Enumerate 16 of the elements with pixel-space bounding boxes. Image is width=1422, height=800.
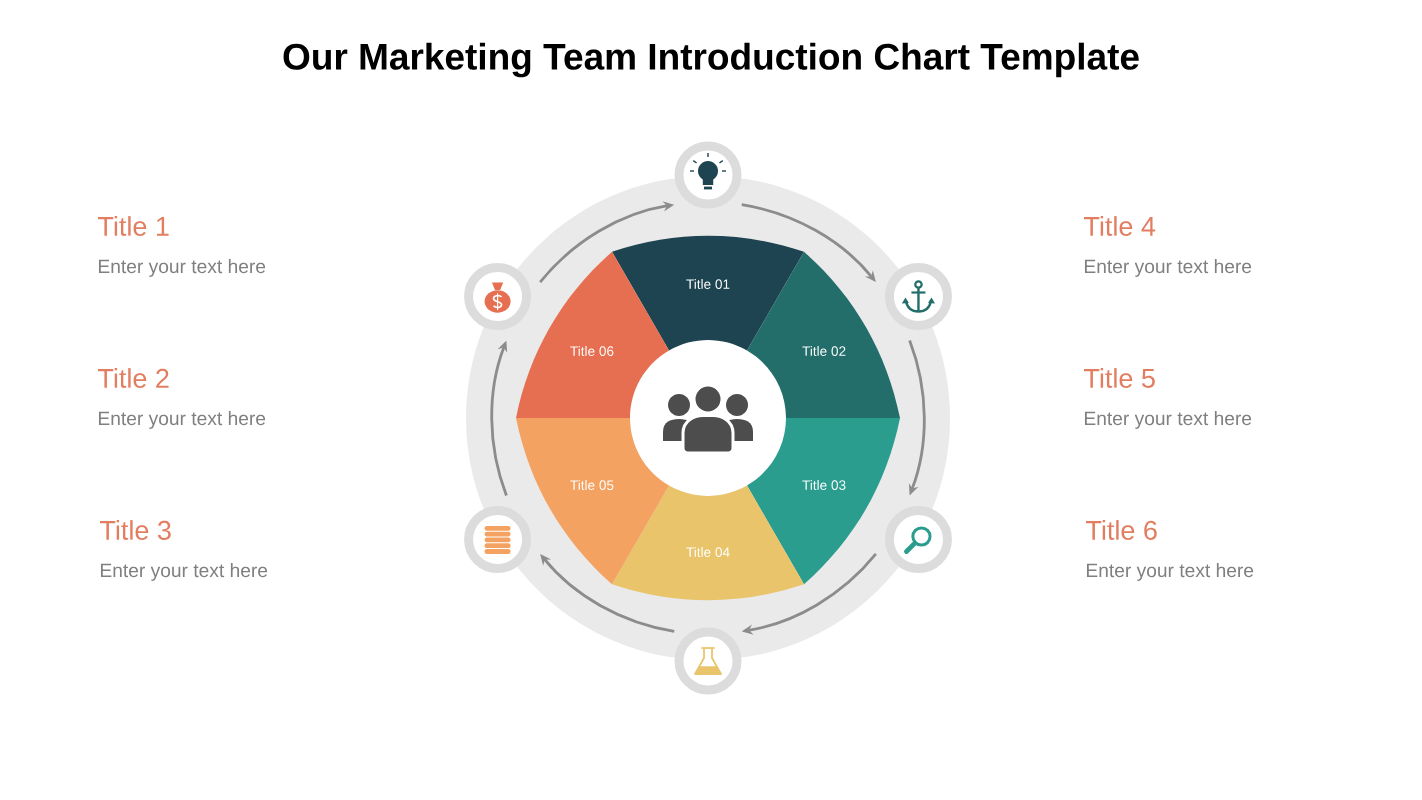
heading: Title 5 bbox=[1084, 368, 1155, 388]
heading: Title 2 bbox=[98, 368, 169, 388]
heading: Title 1 bbox=[98, 216, 169, 236]
body-text: Enter your text here bbox=[1087, 563, 1254, 581]
icon-circle bbox=[884, 506, 952, 573]
heading: Title 4 bbox=[1084, 216, 1156, 236]
icon-circle bbox=[674, 627, 742, 695]
heading: Title 3 bbox=[100, 520, 171, 540]
heading: Title 6 bbox=[1086, 520, 1157, 540]
icon-circle bbox=[674, 141, 742, 209]
body-text: Enter your text here bbox=[1085, 259, 1252, 277]
body-text: Enter your text here bbox=[99, 411, 266, 429]
body-text: Enter your text here bbox=[1085, 411, 1252, 429]
title: Our Marketing Team Introduction Chart Template bbox=[283, 42, 1139, 78]
body-text: Enter your text here bbox=[99, 259, 266, 277]
body-text: Enter your text here bbox=[101, 563, 268, 581]
